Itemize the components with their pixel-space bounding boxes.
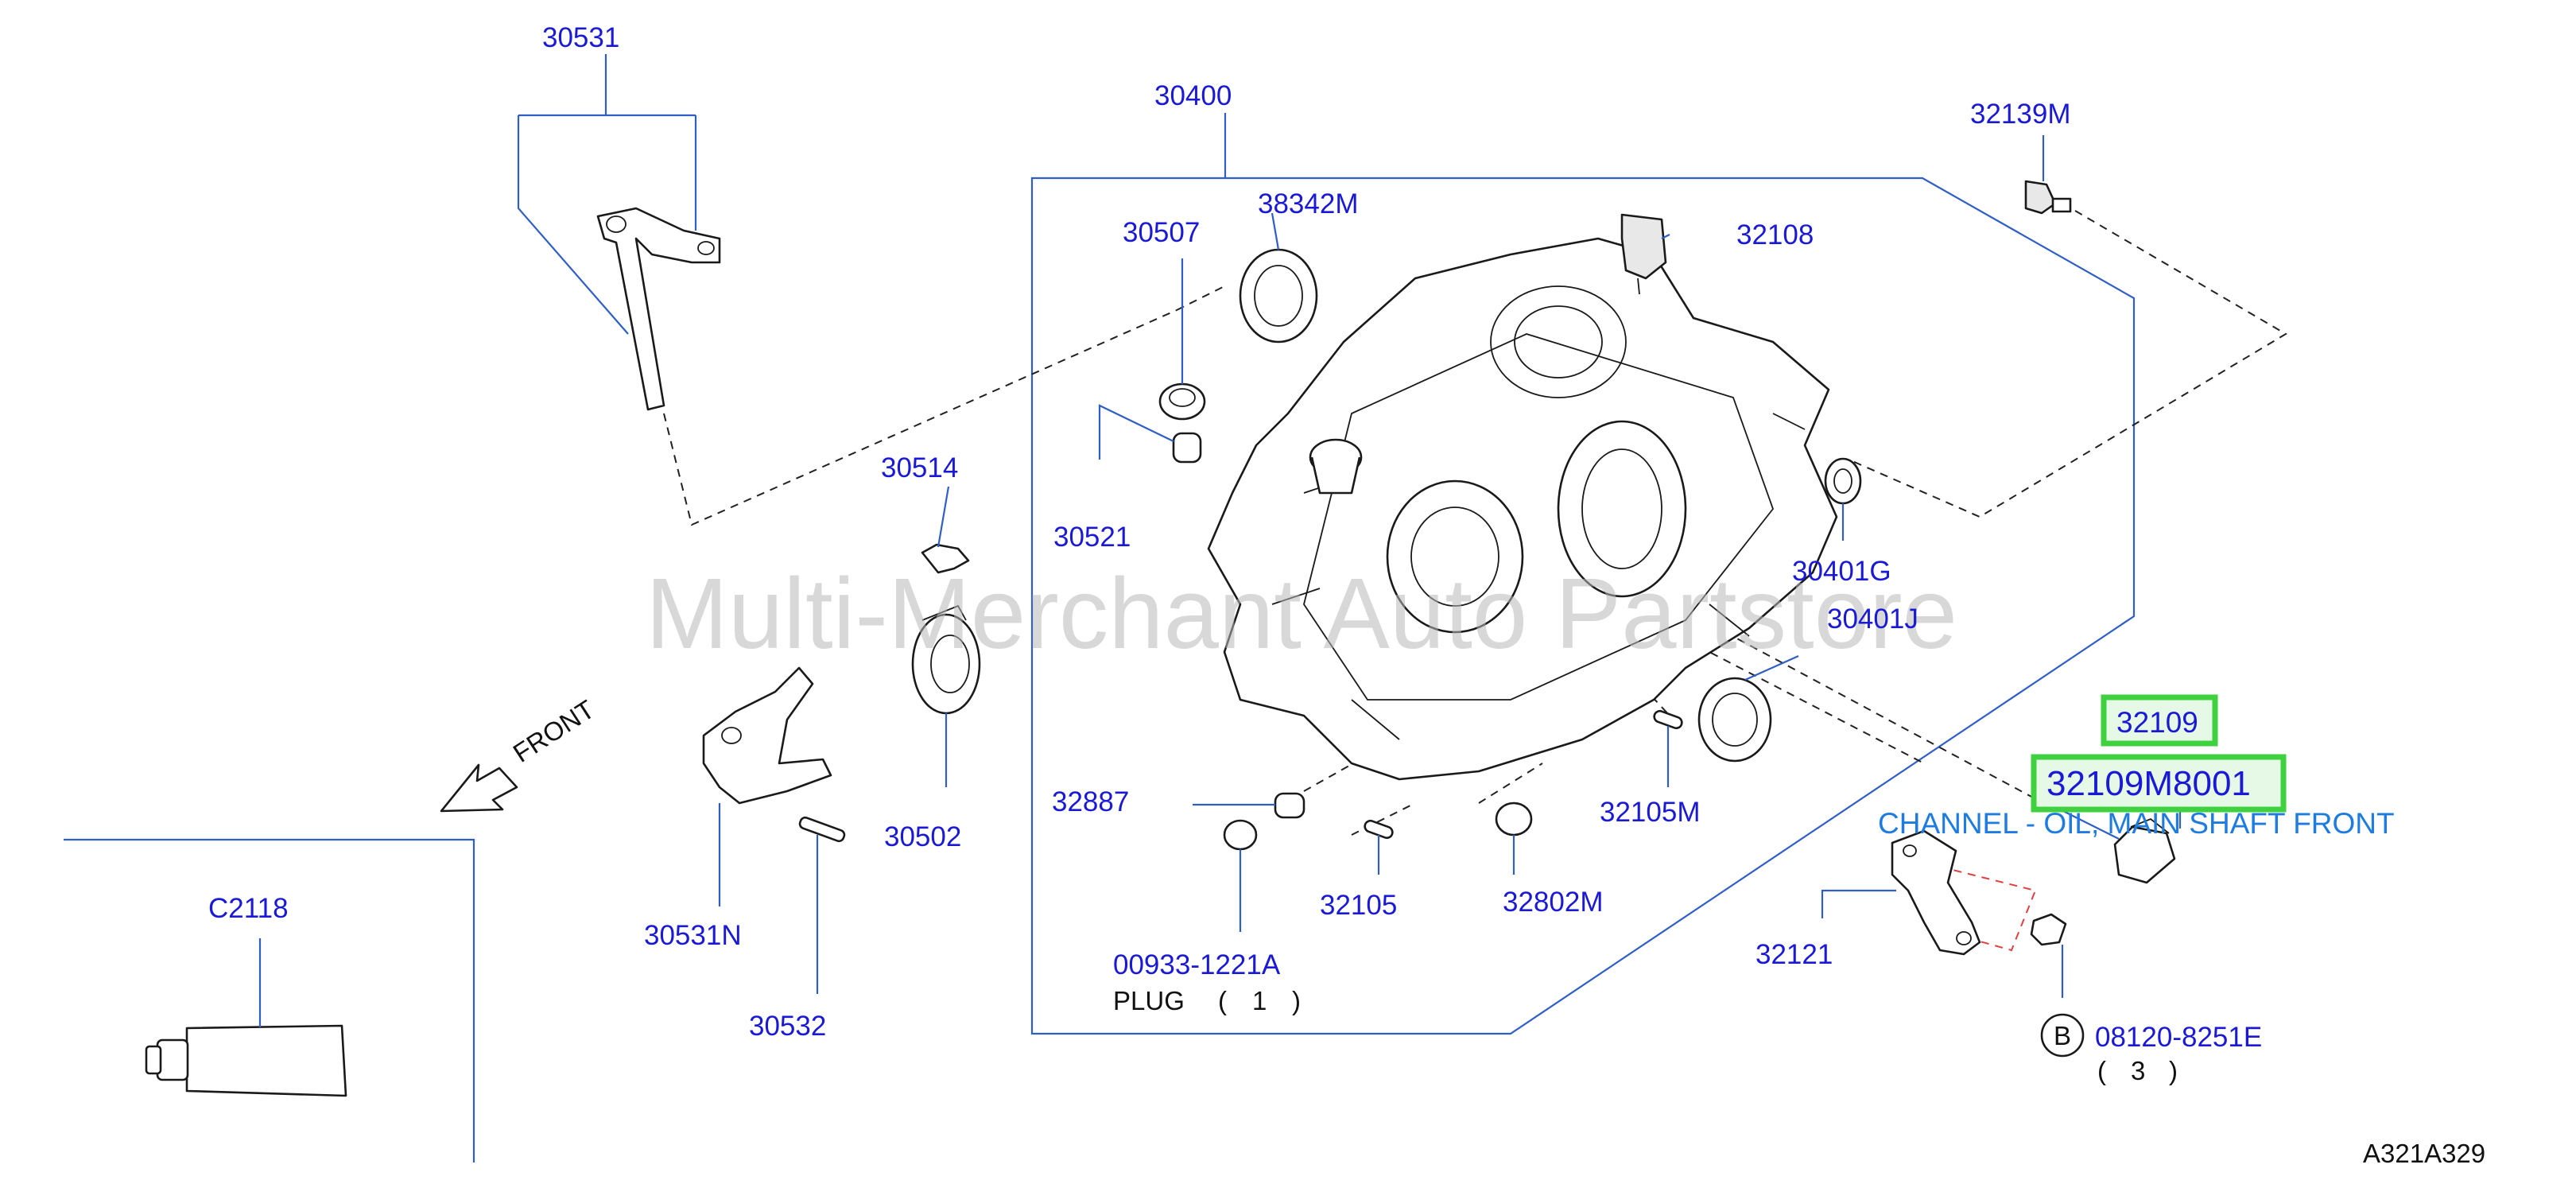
front-label: FRONT (508, 694, 599, 768)
callout-30502[interactable]: 30502 (884, 821, 961, 852)
seal-38342M (1239, 248, 1318, 344)
bolt-qty: 3 (2131, 1056, 2145, 1085)
callout-30531N[interactable]: 30531N (644, 920, 742, 951)
plug-label: PLUG (1113, 986, 1185, 1015)
callout-30531[interactable]: 30531 (542, 22, 619, 53)
bolt-qty-open: ( (2097, 1056, 2106, 1085)
callout-32887[interactable]: 32887 (1052, 786, 1129, 817)
callout-30401G[interactable]: 30401G (1792, 556, 1891, 587)
part-description: CHANNEL - OIL, MAIN SHAFT FRONT (1878, 807, 2395, 840)
grease-tube-C2118 (145, 1024, 347, 1097)
pin-32105M (1653, 709, 1683, 730)
callout-32109M8001[interactable]: 32109M8001 (2046, 764, 2251, 803)
callout-32108[interactable]: 32108 (1736, 219, 1814, 250)
callout-30532[interactable]: 30532 (749, 1011, 826, 1042)
transmission-case (1207, 237, 1838, 781)
release-bearing-30502 (911, 604, 981, 715)
cap-32802M (1495, 802, 1533, 836)
callout-32139M[interactable]: 32139M (1970, 99, 2070, 130)
callout-30521[interactable]: 30521 (1053, 522, 1131, 553)
bolt-qty-close: ) (2169, 1056, 2178, 1085)
watermark: Multi-Merchant Auto Partstore (646, 557, 1957, 670)
pin-32105 (1364, 819, 1394, 840)
callout-C2118[interactable]: C2118 (208, 893, 289, 924)
fork-30531N (702, 666, 832, 805)
highlight-box-32109 (2101, 694, 2218, 747)
c2118-group-outline (64, 838, 475, 1163)
callout-32802M[interactable]: 32802M (1503, 887, 1603, 918)
oil-channel-32109 (2113, 817, 2176, 884)
diagram-code: A321A329 (2363, 1139, 2485, 1168)
callout-30401J[interactable]: 30401J (1827, 604, 1918, 635)
seal-30401J (1697, 677, 1772, 763)
lever-30531 (596, 207, 721, 411)
callout-08120-8251E[interactable]: 08120-8251E (2095, 1022, 2262, 1053)
callout-00933-1221A[interactable]: 00933-1221A (1113, 949, 1281, 980)
callout-32105[interactable]: 32105 (1320, 890, 1397, 921)
plug-qty: 1 (1252, 986, 1267, 1015)
bolt-badge-circle (2040, 1013, 2085, 1058)
callout-30400[interactable]: 30400 (1154, 80, 1232, 111)
callout-32109[interactable]: 32109 (2116, 706, 2198, 739)
bushing-30507 (1158, 382, 1206, 421)
front-arrow-icon (440, 763, 518, 813)
bracket-30531 (517, 54, 697, 335)
plug-00933 (1223, 819, 1258, 851)
plug-qty-close: ) (1292, 986, 1301, 1015)
switch-32139M (2024, 180, 2072, 215)
bracket-32121 (1891, 829, 1981, 956)
dowel-32887 (1274, 792, 1305, 819)
highlight-box-32109M8001 (2031, 754, 2287, 813)
pin-30532 (798, 816, 846, 843)
bolt-08120 (2030, 913, 2067, 946)
bolt-badge-letter: B (2054, 1021, 2071, 1050)
callout-30507[interactable]: 30507 (1123, 217, 1200, 248)
callout-32121[interactable]: 32121 (1755, 939, 1833, 970)
callout-30514[interactable]: 30514 (881, 452, 958, 483)
callout-32105M[interactable]: 32105M (1600, 797, 1700, 828)
cap-30521 (1172, 432, 1202, 464)
seal-30401G (1824, 457, 1862, 505)
clip-30514 (921, 543, 970, 574)
sensor-32108 (1620, 213, 1667, 295)
callout-38342M[interactable]: 38342M (1258, 188, 1358, 219)
case-group-outline (1030, 177, 2136, 1035)
plug-qty-open: ( (1218, 986, 1227, 1015)
